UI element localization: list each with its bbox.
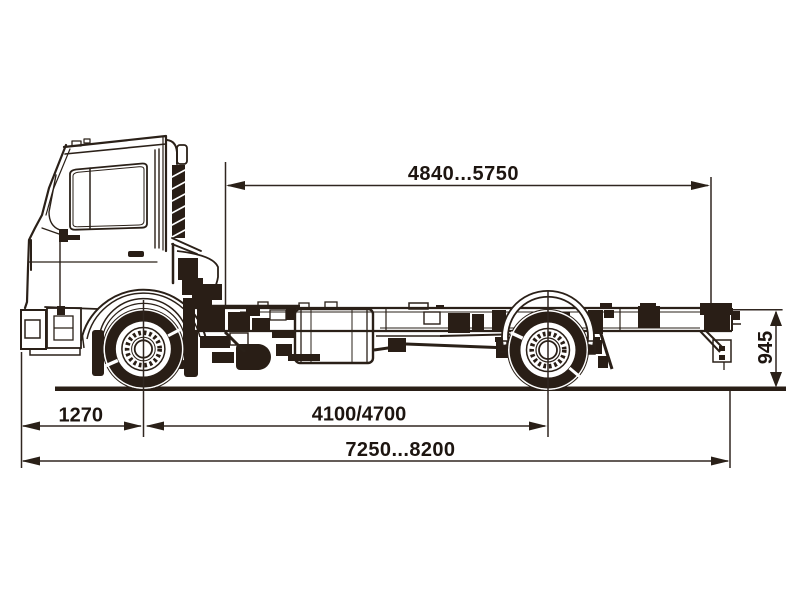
svg-text:7250...8200: 7250...8200 xyxy=(345,439,455,461)
svg-text:945: 945 xyxy=(755,331,777,364)
svg-text:4100/4700: 4100/4700 xyxy=(312,404,407,426)
svg-text:1270: 1270 xyxy=(59,404,104,426)
svg-text:4840...5750: 4840...5750 xyxy=(408,163,519,185)
